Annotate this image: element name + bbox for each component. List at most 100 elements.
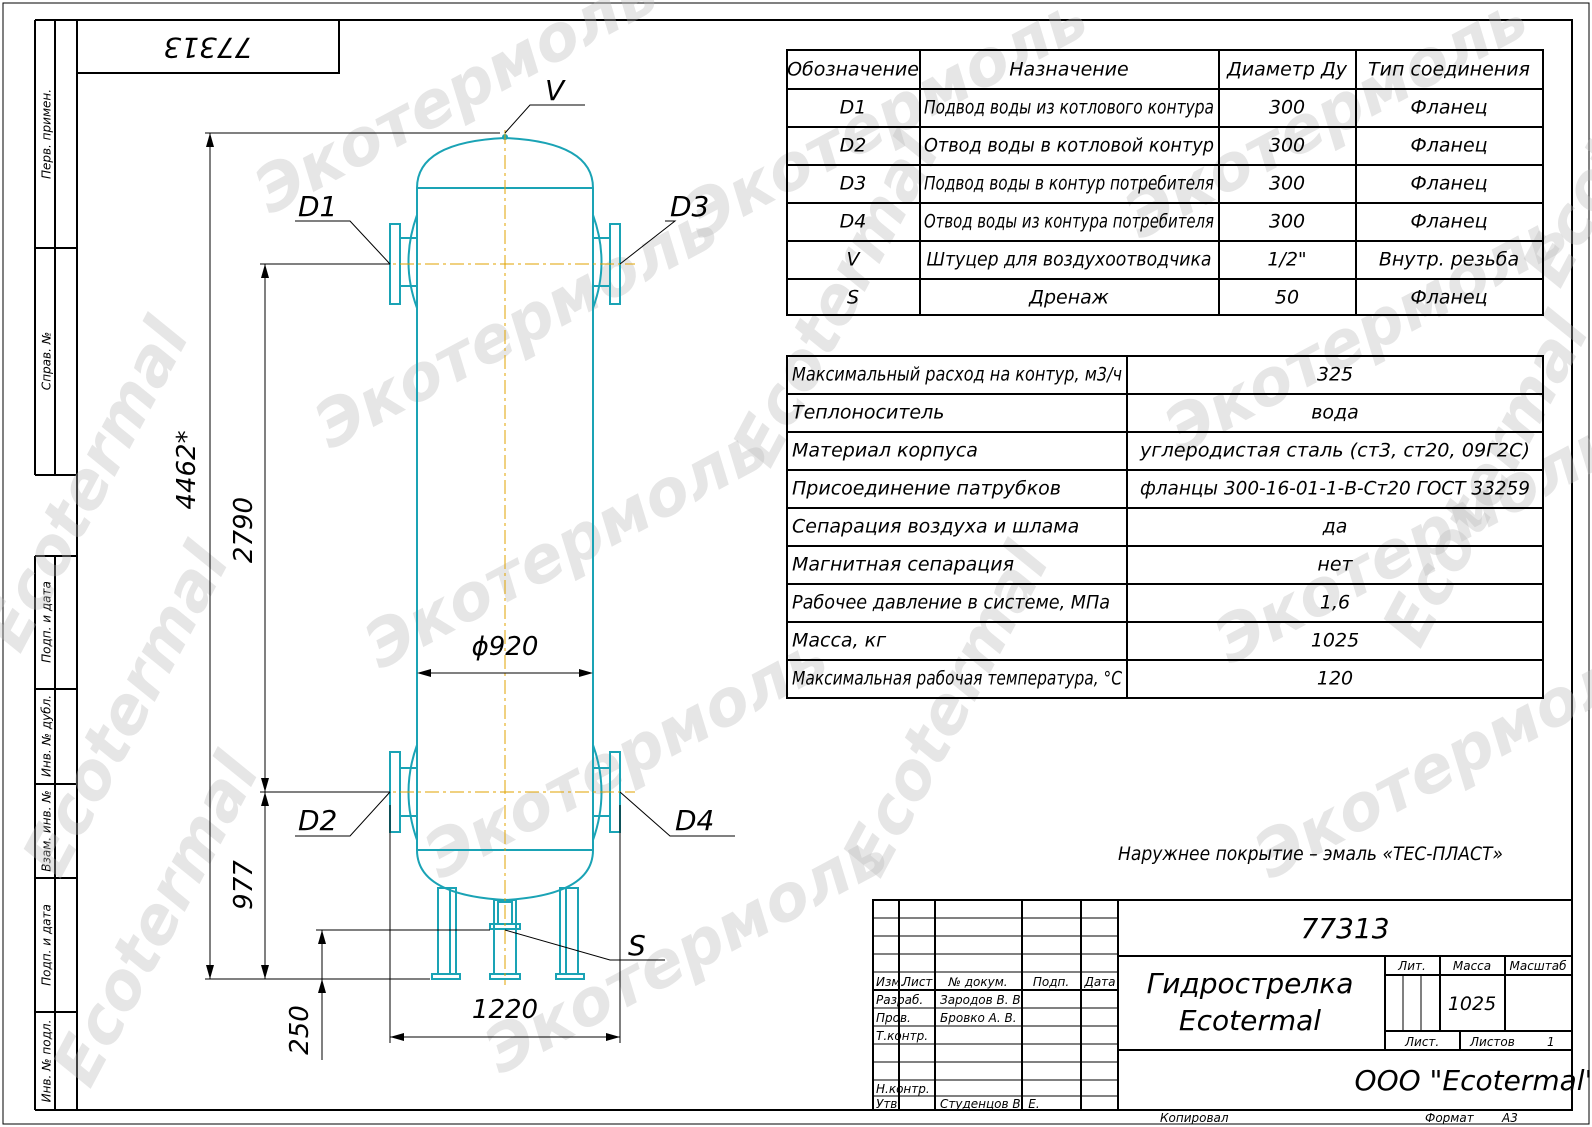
role-nkontr: Н.контр. [876, 1082, 930, 1096]
conn-cell: Фланец [1410, 135, 1487, 157]
dimension-lines [205, 104, 735, 1060]
coating-note: Наружнее покрытие – эмаль «ТЕС-ПЛАСТ» [1118, 843, 1503, 865]
conn-cell: Внутр. резьба [1379, 249, 1519, 271]
format-label: Формат [1425, 1111, 1475, 1125]
name-razrab: Зародов В. В. [940, 993, 1024, 1007]
conn-cell: V [847, 249, 862, 271]
conn-cell: 300 [1269, 211, 1305, 233]
lit-label: Лит. [1397, 959, 1426, 973]
conn-cell: S [847, 287, 859, 309]
conn-cell: Фланец [1410, 211, 1487, 233]
col-list: Лист [901, 975, 933, 989]
conn-cell: 1/2" [1267, 249, 1306, 271]
label-v: V [545, 74, 566, 107]
spec-value: нет [1317, 554, 1353, 576]
dim-width-flanges: 1220 [472, 995, 538, 1025]
conn-cell: 50 [1275, 287, 1299, 309]
col-data: Дата [1083, 975, 1115, 989]
title-name-line2: Ecotermal [1179, 1004, 1321, 1037]
conn-cell: 300 [1269, 173, 1305, 195]
spec-value: фланцы 300-16-01-1-В-Ст20 ГОСТ 33259 [1140, 478, 1530, 500]
spec-label: Теплоноситель [792, 402, 944, 424]
title-block: 77313 Гидрострелка Ecotermal Изм. Лист №… [872, 899, 1592, 1125]
title-doc-number: 77313 [1300, 912, 1389, 945]
company-name: ООО "Ecotermal" [1355, 1064, 1592, 1097]
spec-label: Материал корпуса [792, 440, 978, 462]
conn-cell: Фланец [1410, 287, 1487, 309]
name-utv: Студенцов В. Е. [940, 1097, 1040, 1111]
spec-value: да [1322, 516, 1348, 538]
spec-value: 120 [1317, 668, 1353, 690]
role-tkontr: Т.контр. [876, 1029, 928, 1043]
spec-label: Масса, кг [792, 630, 887, 652]
label-vzam-inv: Взам. инв. № [40, 790, 54, 871]
role-razrab: Разраб. [876, 993, 923, 1007]
spec-label: Сепарация воздуха и шлама [792, 516, 1079, 538]
conn-cell: D4 [840, 211, 867, 233]
label-d4: D4 [675, 804, 714, 837]
top-stamp-number: 77313 [163, 31, 252, 64]
left-side-labels: Перв. примен. Справ. № Подп. и дата Инв.… [40, 89, 54, 1102]
conn-cell: D1 [840, 97, 867, 119]
col-izm: Изм. [876, 975, 904, 989]
spec-value: 325 [1317, 364, 1353, 386]
conn-cell: Подвод воды из котлового контура [924, 97, 1214, 119]
dim-height-lower: 977 [229, 860, 259, 910]
conn-cell: Фланец [1410, 173, 1487, 195]
dim-height-support: 250 [285, 1005, 315, 1055]
conn-cell: 300 [1269, 97, 1305, 119]
spec-label: Максимальная рабочая температура, °С [792, 668, 1123, 690]
label-d2: D2 [298, 804, 337, 837]
label-podp-data-2: Подп. и дата [40, 904, 54, 986]
label-s: S [628, 929, 646, 962]
top-stamp: 77313 [76, 19, 340, 74]
label-inv-dubl: Инв. № дубл. [40, 695, 54, 777]
listov-value: 1 [1547, 1035, 1555, 1049]
conn-cell: Фланец [1410, 97, 1487, 119]
label-d1: D1 [298, 190, 337, 223]
format-value: А3 [1501, 1111, 1518, 1125]
conn-header-type: Тип соединения [1368, 59, 1530, 81]
dim-diameter: ϕ920 [472, 632, 539, 662]
kopiroval-label: Копировал [1160, 1111, 1229, 1125]
spec-label: Магнитная сепарация [792, 554, 1014, 576]
nozzle-d1 [389, 214, 418, 309]
spec-value: 1025 [1311, 630, 1359, 652]
watermark-ru: Экотермоль [303, 190, 730, 464]
label-podp-data-1: Подп. и дата [40, 581, 54, 663]
spec-label: Присоединение патрубков [792, 478, 1061, 500]
conn-cell: Отвод воды из контура потребителя [924, 211, 1214, 233]
listov-label: Листов [1469, 1035, 1515, 1049]
col-doc-no: № докум. [947, 975, 1007, 989]
dimension-arrows [206, 133, 620, 1041]
label-sprav-no: Справ. № [40, 332, 54, 390]
spec-value: вода [1311, 402, 1359, 424]
centerlines [375, 130, 635, 985]
label-perv-primen: Перв. примен. [40, 89, 54, 179]
name-prov: Бровко А. В. [940, 1011, 1017, 1025]
masshtab-label: Масштаб [1509, 959, 1567, 973]
role-utv: Утв. [876, 1097, 901, 1111]
left-side-strip [34, 19, 77, 1111]
spec-value: углеродистая сталь (ст3, ст20, 09Г2С) [1139, 440, 1530, 462]
massa-value: 1025 [1448, 993, 1496, 1015]
title-name-line1: Гидрострелка [1147, 967, 1354, 1000]
spec-value: 1,6 [1320, 592, 1350, 614]
spec-label: Максимальный расход на контур, м3/ч [792, 364, 1122, 386]
conn-header-purpose: Назначение [1009, 59, 1128, 81]
conn-cell: Подвод воды в контур потребителя [924, 173, 1214, 195]
conn-cell: Дренаж [1028, 287, 1109, 309]
label-d3: D3 [670, 190, 709, 223]
conn-cell: D3 [840, 173, 867, 195]
col-podp: Подп. [1033, 975, 1069, 989]
drawing-labels: V D1 D3 D2 D4 S 4462* 2790 977 250 ϕ920 … [172, 74, 714, 1055]
conn-header-designation: Обозначение [787, 59, 919, 81]
massa-label: Масса [1453, 959, 1491, 973]
conn-header-diameter: Диаметр Ду [1226, 59, 1348, 81]
list-label: Лист. [1404, 1035, 1439, 1049]
dim-height-nozzles: 2790 [229, 497, 259, 563]
label-inv-podl: Инв. № подл. [40, 1020, 54, 1103]
dim-height-total: 4462* [172, 430, 202, 509]
specs-table: Максимальный расход на контур, м3/ч 325 … [786, 355, 1544, 699]
